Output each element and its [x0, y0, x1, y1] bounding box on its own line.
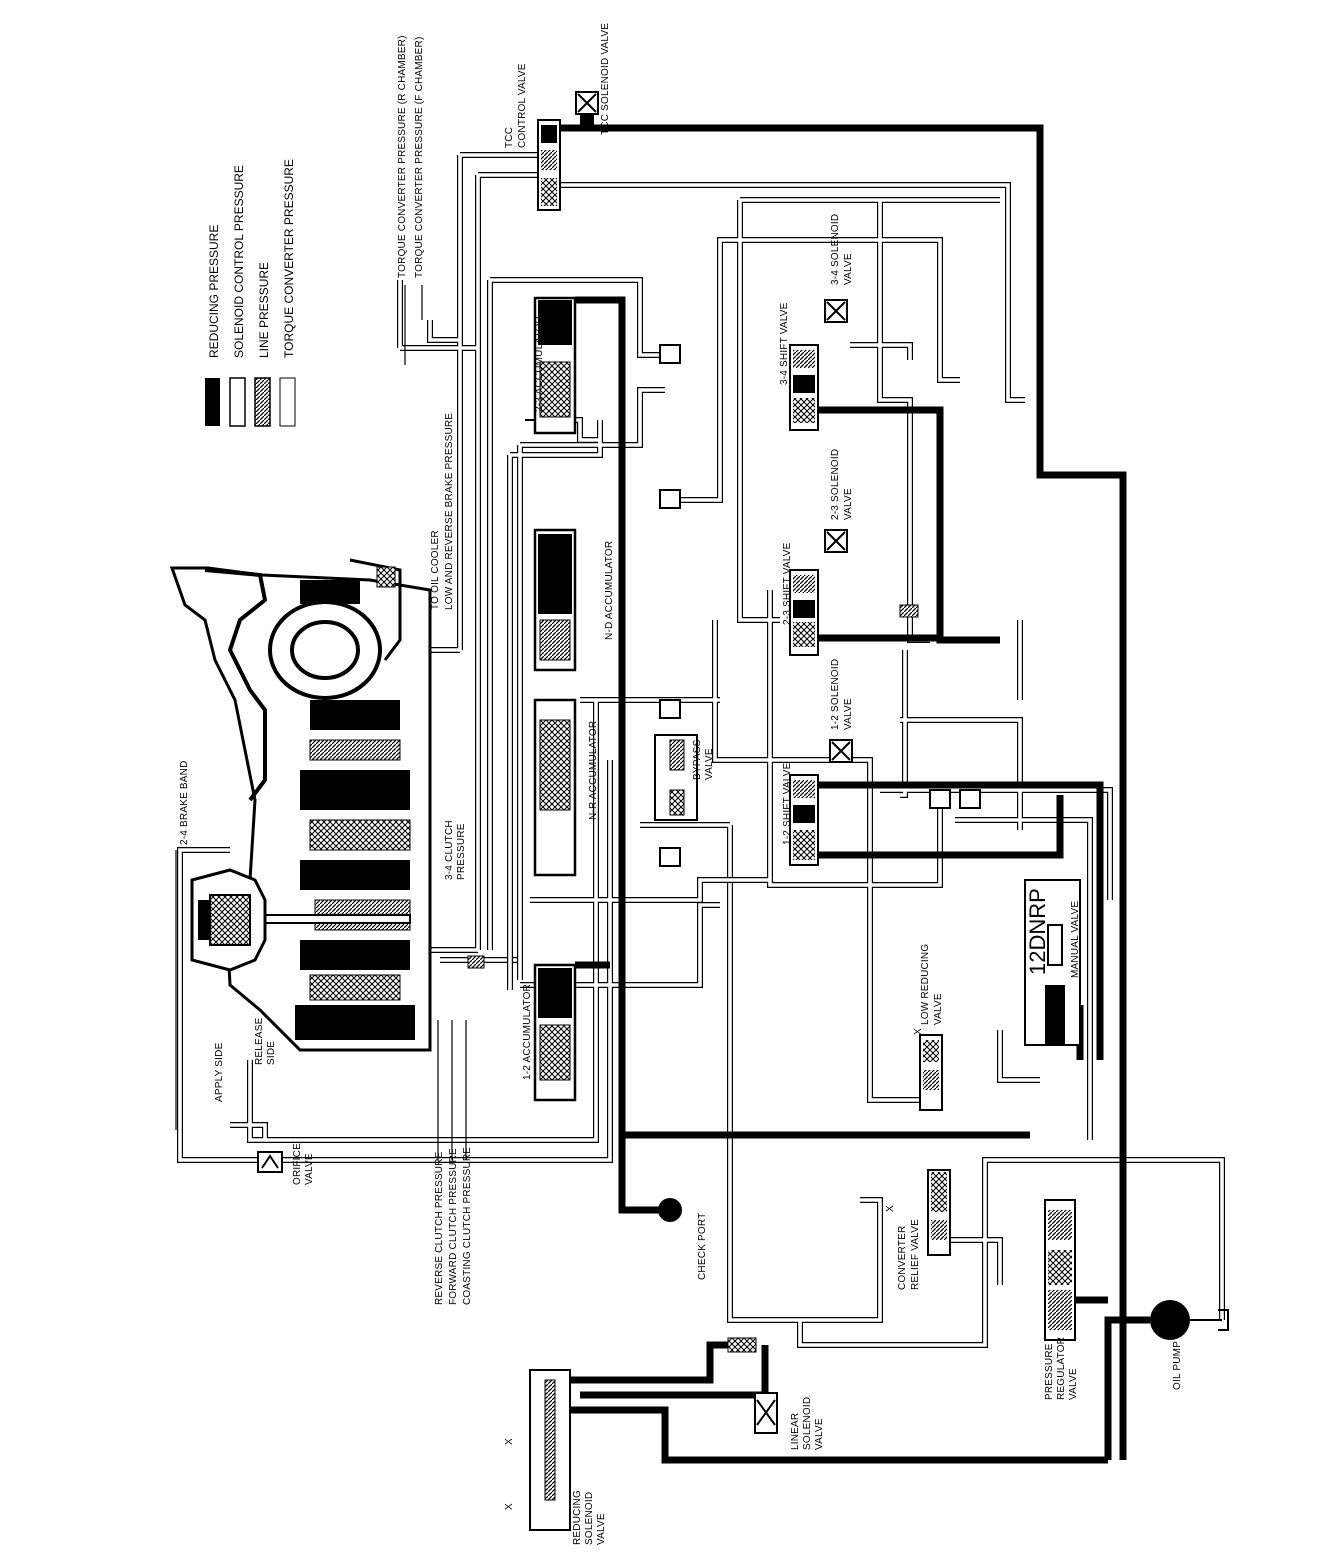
label-low-reducing-1: LOW REDUCING	[920, 944, 931, 1025]
accumulator-2-3	[525, 296, 577, 435]
label-release-1: RELEASE	[254, 1017, 265, 1065]
leader-lines	[175, 285, 467, 1160]
label-shift-valve-1-2: 1-2 SHIFT VALVE	[782, 762, 793, 845]
label-shift-valve-2-3: 2-3 SHIFT VALVE	[782, 542, 793, 625]
label-gear-positions: 12DNRP	[1025, 888, 1050, 975]
shift-valve-3-4	[789, 344, 819, 431]
label-accumulator-n-r: N-R ACCUMULATOR	[588, 721, 599, 820]
label-tcc-pressure-f: TORQUE CONVERTER PRESSURE (F CHAMBER)	[414, 36, 425, 278]
tcc-solenoid-symbol	[575, 91, 599, 128]
label-tcc-control-1: TCC	[504, 127, 515, 148]
label-3-4-clutch-1: 3-4 CLUTCH	[444, 820, 455, 880]
solenoid-3-4	[824, 299, 848, 323]
low-reducing-valve-symbol	[919, 1034, 943, 1111]
accumulator-1-2	[533, 963, 577, 1102]
label-3-4-clutch-2: PRESSURE	[456, 823, 467, 880]
check-ball-valves	[467, 344, 981, 969]
label-solenoid-3-4-2: VALVE	[843, 253, 854, 285]
label-linear-solenoid-2: SOLENOID	[802, 1397, 813, 1450]
label-converter-relief-2: RELIEF VALVE	[910, 1219, 921, 1290]
transmission-cross-section	[169, 558, 432, 1052]
label-x-mark-1: X	[504, 1438, 515, 1445]
label-x-mark-3: X	[885, 1205, 896, 1212]
label-accumulator-1-2: 1-2 ACCUMULATOR	[522, 984, 533, 1080]
converter-pressure-lines	[397, 152, 1225, 1348]
label-shift-valve-3-4: 3-4 SHIFT VALVE	[779, 302, 790, 385]
label-solenoid-2-3-2: VALVE	[843, 488, 854, 520]
accumulator-n-d	[533, 528, 577, 672]
shift-valve-1-2	[789, 774, 819, 866]
legend-swatch-solenoid	[229, 377, 246, 427]
label-tcc-control-2: CONTROL VALVE	[517, 63, 528, 148]
label-manual-valve: MANUAL VALVE	[1070, 901, 1081, 978]
legend-swatch-reducing	[205, 378, 220, 426]
brake-band-servo	[190, 868, 267, 972]
check-port-symbol	[658, 1198, 682, 1222]
solenoid-pressure-lines	[177, 197, 1113, 1163]
label-apply-side: APPLY SIDE	[214, 1042, 225, 1102]
label-orifice-2: VALVE	[304, 1153, 315, 1185]
label-brake-band: 2-4 BRAKE BAND	[179, 761, 190, 846]
label-bypass-1: BYPASS	[692, 739, 703, 780]
label-tcc-solenoid: TCC SOLENOID VALVE	[600, 23, 611, 135]
label-accumulator-n-d: N-D ACCUMULATOR	[604, 541, 615, 640]
label-coasting-clutch: COASTING CLUTCH PRESSURE	[462, 1147, 473, 1305]
label-reverse-clutch: REVERSE CLUTCH PRESSURE	[434, 1151, 445, 1305]
label-reducing-solenoid-1: REDUCING	[572, 1490, 583, 1545]
legend-swatch-line	[254, 377, 271, 427]
tcc-control-valve-symbol	[537, 119, 561, 211]
converter-relief-valve-symbol	[927, 1169, 951, 1256]
label-to-oil-cooler: TO OIL COOLER	[430, 530, 441, 610]
label-orifice-1: ORIFICE	[292, 1143, 303, 1185]
legend: REDUCING PRESSURE SOLENOID CONTROL PRESS…	[205, 159, 296, 427]
label-pressure-regulator-3: VALVE	[1068, 1368, 1079, 1400]
diagram-labels: TORQUE CONVERTER PRESSURE (R CHAMBER) TO…	[179, 23, 1183, 1545]
bypass-valve-symbol	[654, 734, 698, 821]
label-accumulator-2-3: 2-3 ACCUMULATOR	[534, 316, 545, 412]
linear-solenoid-symbol	[727, 1337, 778, 1434]
solenoid-1-2	[829, 739, 853, 763]
accumulator-n-r	[533, 698, 577, 877]
manual-valve-symbol	[1024, 879, 1081, 1046]
legend-label-reducing: REDUCING PRESSURE	[207, 225, 221, 358]
label-x-mark-4: X	[913, 1028, 924, 1035]
label-solenoid-1-2-2: VALVE	[843, 698, 854, 730]
label-linear-solenoid-1: LINEAR	[790, 1413, 801, 1450]
label-x-mark-2: X	[504, 1503, 515, 1510]
label-tcc-pressure-r: TORQUE CONVERTER PRESSURE (R CHAMBER)	[397, 35, 408, 278]
label-bypass-2: VALVE	[704, 748, 715, 780]
label-low-reverse-brake: LOW AND REVERSE BRAKE PRESSURE	[444, 413, 455, 610]
label-release-2: SIDE	[266, 1041, 277, 1065]
label-reducing-solenoid-3: VALVE	[596, 1513, 607, 1545]
label-solenoid-3-4-1: 3-4 SOLENOID	[830, 214, 841, 285]
legend-label-solenoid: SOLENOID CONTROL PRESSURE	[232, 165, 246, 358]
legend-swatch-converter	[279, 377, 296, 427]
legend-label-line: LINE PRESSURE	[257, 262, 271, 358]
label-reducing-solenoid-2: SOLENOID	[584, 1492, 595, 1545]
shift-valve-2-3	[789, 569, 819, 656]
label-solenoid-1-2-1: 1-2 SOLENOID	[830, 659, 841, 730]
label-check-port: CHECK PORT	[697, 1213, 708, 1280]
line-pressure-lines	[536, 124, 1150, 1520]
label-oil-pump: OIL PUMP	[1172, 1341, 1183, 1390]
label-forward-clutch: FORWARD CLUTCH PRESSURE	[448, 1148, 459, 1305]
orifice-valve-symbol	[257, 1151, 283, 1173]
label-solenoid-2-3-1: 2-3 SOLENOID	[830, 449, 841, 520]
label-pressure-regulator-1: PRESSURE	[1044, 1343, 1055, 1400]
label-low-reducing-2: VALVE	[933, 993, 944, 1025]
legend-label-converter: TORQUE CONVERTER PRESSURE	[282, 159, 296, 358]
solenoid-2-3	[824, 529, 848, 553]
label-pressure-regulator-2: REGULATOR	[1056, 1337, 1067, 1400]
reducing-solenoid-valve-symbol	[529, 1369, 571, 1531]
label-linear-solenoid-3: VALVE	[814, 1418, 825, 1450]
label-converter-relief-1: CONVERTER	[897, 1226, 908, 1290]
oil-pump-symbol	[1150, 1300, 1229, 1340]
pressure-regulator-valve-symbol	[1044, 1199, 1076, 1341]
